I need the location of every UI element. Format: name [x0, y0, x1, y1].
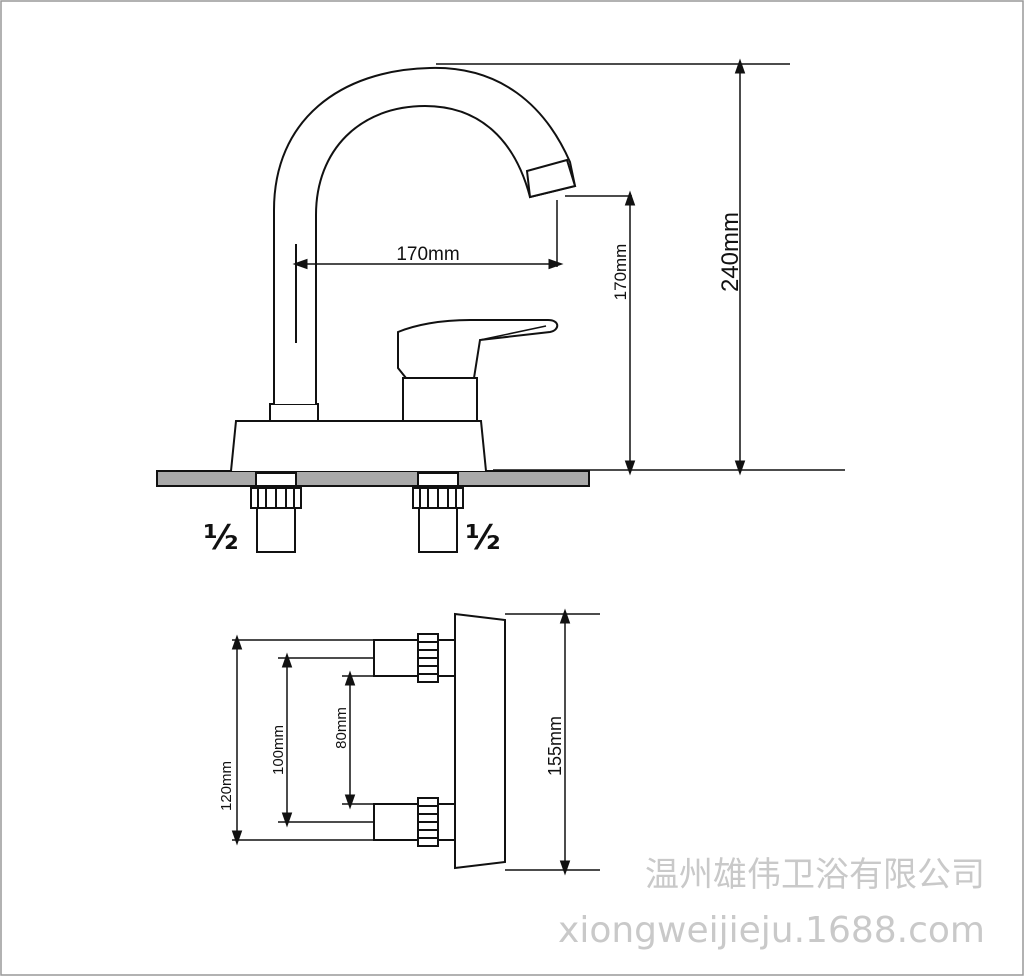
bottom-view	[231, 608, 600, 876]
watermark-company: 温州雄伟卫浴有限公司	[645, 855, 985, 895]
total-height-dimension-label: 240mm	[717, 212, 744, 292]
reach-dimension-label: 170mm	[396, 244, 459, 265]
handle-lever	[397, 319, 559, 379]
handle-cartridge	[402, 377, 478, 422]
spout-tip	[525, 158, 577, 199]
base-length-dimension-label: 155mm	[545, 716, 565, 776]
outer-spacing-dimension-label: 120mm	[218, 761, 235, 811]
faucet-base	[230, 420, 487, 472]
watermark-site: xiongweijieju.1688.com	[558, 910, 985, 951]
spout-collar	[269, 403, 319, 422]
base-plate-side	[454, 612, 506, 870]
inner-spacing-dimension-label: 100mm	[270, 725, 287, 775]
front-view	[156, 58, 845, 553]
bottom-inlet-fitting	[373, 797, 456, 847]
gooseneck-spout	[273, 66, 577, 404]
countertop-plate	[156, 470, 590, 487]
left-inlet-size-label: ½	[203, 518, 238, 558]
spout-height-dimension-label: 170mm	[611, 244, 630, 301]
handle-lever-edge	[479, 325, 547, 341]
left-inlet-fitting	[250, 472, 302, 553]
right-inlet-size-label: ½	[465, 518, 500, 558]
right-inlet-fitting	[412, 472, 464, 553]
top-inlet-fitting	[373, 633, 456, 683]
center-spacing-dimension-label: 80mm	[333, 707, 350, 749]
